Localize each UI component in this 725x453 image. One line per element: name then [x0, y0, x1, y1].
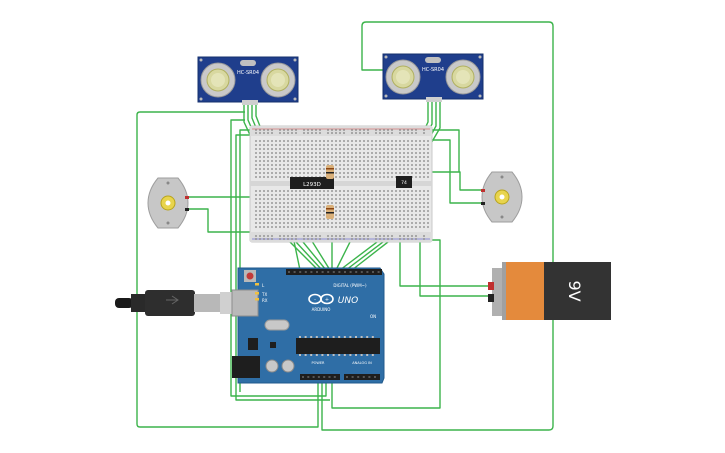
ultrasonic-sensor-left[interactable]: HC-SR04 — [197, 56, 299, 105]
arduino-logo: - + — [308, 293, 334, 305]
bottom-pin-dots — [302, 376, 376, 378]
wire-left-mid-1[interactable] — [230, 119, 327, 397]
digital-header-label: DIGITAL (PWM~) — [333, 283, 367, 288]
wire-motor-left-2[interactable] — [188, 208, 258, 233]
chip-pins — [299, 336, 374, 356]
tx-label: TX — [261, 292, 267, 297]
breadboard[interactable] — [249, 125, 433, 243]
on-led-label: ON — [370, 314, 376, 319]
resistor-1[interactable] — [326, 165, 334, 179]
resistor-2[interactable] — [326, 205, 334, 219]
arduino-brand: ARDUINO — [312, 307, 331, 312]
wire-left-outer[interactable] — [136, 111, 319, 428]
reset-button[interactable] — [246, 272, 254, 280]
atmega-chip — [296, 338, 380, 354]
arduino-model: UNO — [338, 296, 358, 306]
crystal — [264, 319, 290, 331]
usb-cable[interactable] — [115, 290, 236, 316]
usb-port — [231, 289, 259, 317]
rx-label: RX — [262, 298, 268, 303]
ic-small-label: 74 — [401, 180, 407, 186]
analog-header — [344, 374, 380, 380]
ultrasonic-sensor-right[interactable]: HC-SR04 — [382, 53, 484, 102]
ic-l293d[interactable]: L293D — [290, 177, 334, 189]
digital-pin-dots — [288, 271, 380, 273]
battery-label: 9V — [565, 280, 584, 301]
sensor-left-label: HC-SR04 — [237, 70, 259, 76]
l-led-label: L — [262, 283, 265, 288]
breadboard-holes — [255, 129, 429, 240]
wire-left-mid-3[interactable] — [235, 134, 330, 401]
ic-l293d-label: L293D — [303, 182, 321, 188]
svg-text:-: - — [314, 297, 316, 303]
power-header-label: POWER — [312, 361, 326, 365]
wire-top-right-loop[interactable] — [321, 21, 554, 431]
analog-header-label: ANALOG IN — [352, 361, 372, 365]
power-jack — [232, 356, 260, 378]
power-header — [300, 374, 340, 380]
capacitor-1 — [265, 359, 279, 373]
capacitor-2 — [281, 359, 295, 373]
wire-motor-right-2[interactable] — [425, 139, 482, 204]
ic-small[interactable]: 74 — [396, 176, 412, 188]
dc-motor-left[interactable] — [147, 177, 189, 229]
sensor-right-label: HC-SR04 — [422, 67, 444, 73]
arduino-uno[interactable]: DIGITAL (PWM~) - + UNO ARDUINO L TX RX O… — [231, 267, 385, 384]
svg-text:+: + — [325, 297, 329, 303]
wire-right-mid-loop[interactable] — [420, 129, 460, 172]
dc-motor-right[interactable] — [481, 171, 523, 223]
battery-9v[interactable]: 9V — [488, 262, 611, 320]
